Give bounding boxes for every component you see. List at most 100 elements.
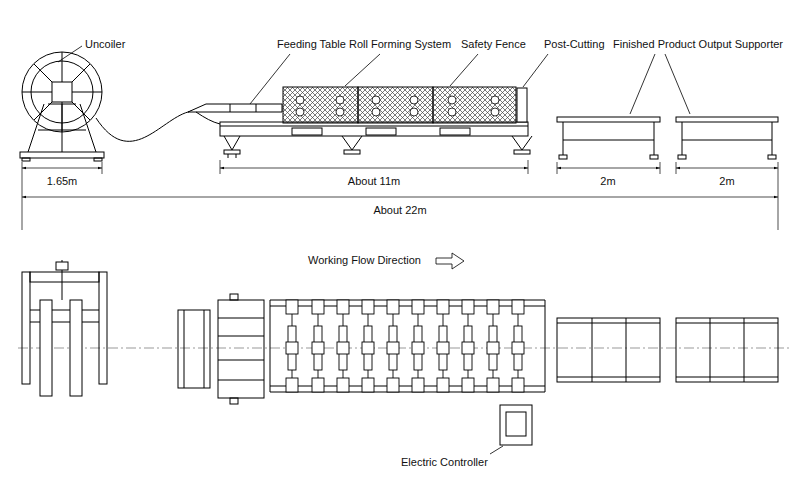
- output-supporter-elevation: [563, 140, 654, 141]
- roll-stations-plan: [270, 300, 545, 301]
- roll-station: [487, 378, 499, 392]
- leader-lines: [630, 54, 655, 114]
- feeding-table-plan: [218, 336, 264, 337]
- safety-fence: [336, 108, 344, 116]
- safety-fence: [491, 108, 499, 116]
- roll-station: [387, 300, 399, 392]
- dimension-lines: [676, 168, 778, 169]
- roll-station: [437, 342, 449, 354]
- leader-lines: [250, 54, 290, 104]
- safety-fence: [448, 96, 456, 104]
- output-supporter-elevation: [682, 122, 683, 155]
- safety-fence: [283, 87, 358, 123]
- output-supporter-elevation: [682, 140, 772, 141]
- output-supporter-elevation: [557, 117, 778, 159]
- leader-lines: [58, 46, 82, 62]
- roll-station: [337, 378, 349, 392]
- safety-fence: [491, 96, 499, 104]
- leader-lines: [345, 54, 380, 86]
- roll-forming-frame: [220, 122, 532, 158]
- uncoiler-elevation: [22, 158, 30, 161]
- electric-controller-box: [500, 405, 532, 445]
- output-supporter-plan: [557, 323, 660, 324]
- safety-fence: [296, 108, 304, 116]
- output-supporter-plan: [744, 318, 745, 382]
- flow-arrow: [436, 253, 464, 269]
- output-supporter-plan: [676, 318, 778, 382]
- feeding-table-plan: [218, 380, 264, 381]
- uncoiler-plan: [22, 272, 30, 384]
- part-name: Finished Product Output Supporter: [612, 38, 784, 51]
- roll-station: [412, 300, 424, 392]
- roll-stations-plan: [270, 300, 545, 392]
- roll-station: [437, 378, 449, 392]
- output-supporter-plan: [676, 377, 778, 378]
- roll-station: [312, 378, 324, 392]
- output-supporter-plan: [626, 318, 627, 382]
- output-supporter-elevation: [557, 117, 660, 122]
- dimension-lines: [528, 160, 529, 174]
- feeding-table-elevation: [196, 112, 220, 124]
- roll-stations-plan: [545, 300, 546, 392]
- roll-stations-plan: [270, 306, 545, 307]
- safety-fence: [283, 87, 516, 123]
- roll-station: [412, 342, 424, 354]
- dimension-lines: [778, 162, 779, 230]
- leader-lines: [523, 54, 548, 87]
- dimension: 2m: [718, 175, 735, 188]
- output-supporter-elevation: [563, 122, 564, 155]
- roll-station: [337, 342, 349, 354]
- roll-forming-frame: [292, 128, 322, 135]
- dimension-lines: [22, 162, 23, 230]
- output-supporter-plan: [557, 318, 660, 382]
- feeding-table-plan: [230, 294, 238, 300]
- safety-fence: [433, 87, 516, 123]
- roll-station: [512, 300, 524, 392]
- feeding-table-elevation: [256, 104, 257, 112]
- roll-station: [412, 378, 424, 392]
- leader-lines: [490, 446, 503, 454]
- roll-station: [487, 300, 499, 314]
- flow-note: Working Flow Direction: [307, 254, 422, 267]
- uncoiler-plan: [56, 262, 68, 270]
- uncoiler-plan: [70, 300, 82, 396]
- dimension-lines: [557, 168, 660, 169]
- roll-forming-frame: [224, 136, 240, 158]
- uncoiler-plan: [99, 272, 107, 384]
- dimension: About 11m: [347, 175, 401, 188]
- output-supporter-elevation: [678, 155, 686, 159]
- roll-forming-frame: [512, 136, 532, 150]
- roll-forming-frame: [440, 128, 470, 135]
- uncoiler-plan: [30, 272, 99, 282]
- safety-fence: [410, 96, 418, 104]
- output-supporter-elevation: [768, 155, 776, 159]
- feeding-table-plan: [204, 310, 205, 388]
- feeding-table-plan: [230, 398, 238, 404]
- leader-lines: [58, 46, 690, 454]
- roll-forming-frame: [342, 136, 362, 150]
- dimension-lines: [220, 160, 221, 174]
- roll-station: [337, 300, 349, 392]
- uncoiler-elevation: [62, 104, 63, 152]
- part-name: Safety Fence: [460, 38, 527, 51]
- part-name: Uncoiler: [84, 38, 126, 51]
- roll-forming-frame: [220, 126, 528, 127]
- uncoiler-elevation: [20, 52, 104, 161]
- safety-fence: [448, 108, 456, 116]
- roll-station: [512, 378, 524, 392]
- roll-forming-frame: [344, 150, 360, 154]
- dimension-lines: [22, 197, 778, 198]
- roll-station: [286, 300, 298, 314]
- output-supporter-plan: [557, 318, 778, 382]
- output-supporter-plan: [710, 318, 711, 382]
- output-supporter-elevation: [650, 155, 658, 159]
- feeding-table-plan: [218, 300, 264, 398]
- roll-forming-frame: [514, 150, 530, 154]
- roll-station: [312, 342, 324, 354]
- output-supporter-elevation: [772, 122, 773, 155]
- roll-station: [387, 300, 399, 314]
- roll-station: [462, 300, 474, 314]
- roll-station: [462, 300, 474, 392]
- roll-station: [462, 342, 474, 354]
